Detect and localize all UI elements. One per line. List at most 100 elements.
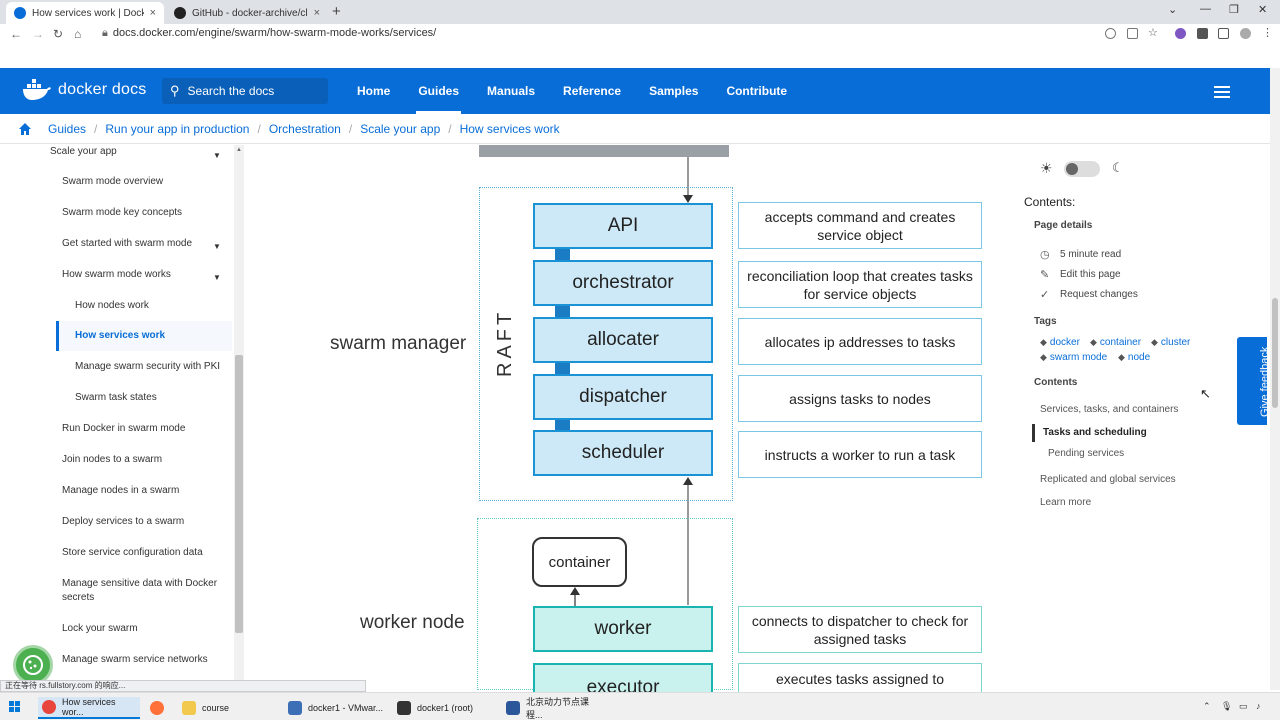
sidebar-item-manage-nodes[interactable]: Manage nodes in a swarm bbox=[62, 485, 180, 496]
manager-boundary bbox=[479, 187, 733, 501]
sidebar-item-deploy-services[interactable]: Deploy services to a swarm bbox=[62, 516, 185, 527]
sidebar-item-how-services-work[interactable]: How services work bbox=[56, 321, 232, 351]
extensions-puzzle-icon[interactable] bbox=[1197, 28, 1208, 39]
taskbar-word[interactable]: 北京动力节点课程... bbox=[502, 697, 606, 720]
tag-docker[interactable]: ◆docker bbox=[1040, 337, 1080, 348]
read-time: ◷5 minute read bbox=[1040, 249, 1122, 261]
tag-icon: ◆ bbox=[1040, 337, 1047, 347]
sidebar-item-how-nodes-work[interactable]: How nodes work bbox=[75, 300, 149, 311]
taskbar-chrome[interactable]: How services wor... bbox=[38, 697, 140, 719]
moon-icon: ☾ bbox=[1112, 160, 1124, 175]
reload-icon[interactable]: ↻ bbox=[53, 27, 64, 41]
volume-icon[interactable]: ♪ bbox=[1256, 701, 1261, 711]
nav-manuals[interactable]: Manuals bbox=[487, 84, 536, 98]
nav-guides[interactable]: Guides bbox=[416, 68, 461, 114]
sidebar-item-task-states[interactable]: Swarm task states bbox=[75, 392, 157, 403]
share-icon[interactable] bbox=[1127, 28, 1138, 39]
sidebar-item-scale-your-app[interactable]: Scale your app▼ bbox=[0, 145, 232, 160]
caret-down-icon: ▼ bbox=[213, 273, 221, 282]
search-input[interactable]: ⚲ Search the docs bbox=[162, 78, 328, 104]
page-details-heading: Page details bbox=[1034, 220, 1093, 231]
github-favicon-icon bbox=[174, 7, 186, 19]
tab-search-icon[interactable]: ⌄ bbox=[1168, 4, 1178, 16]
toc-link-tasks-scheduling[interactable]: Tasks and scheduling bbox=[1032, 424, 1147, 442]
tab-docker-docs[interactable]: How services work | Docker D × bbox=[6, 2, 164, 24]
taskbar-vmware[interactable]: docker1 - VMwar... bbox=[284, 697, 388, 719]
forward-icon[interactable]: → bbox=[32, 27, 44, 41]
sidebar-item-secrets[interactable]: Manage sensitive data with Docker secret… bbox=[62, 578, 218, 603]
tag-swarm-mode[interactable]: ◆swarm mode bbox=[1040, 352, 1108, 363]
crumb-scale-your-app[interactable]: Scale your app bbox=[360, 121, 441, 136]
microphone-icon[interactable]: 🎙︎ bbox=[1221, 701, 1233, 711]
zoom-icon[interactable] bbox=[1105, 28, 1116, 39]
edit-page-link[interactable]: ✎Edit this page bbox=[1040, 269, 1121, 281]
crumb-guides[interactable]: Guides bbox=[48, 121, 87, 136]
close-window-icon[interactable]: ✕ bbox=[1258, 4, 1268, 16]
sidebar-item-networks[interactable]: Manage swarm service networks bbox=[62, 654, 208, 665]
taskbar-course-folder[interactable]: course bbox=[178, 697, 278, 719]
sidebar-item-how-swarm-works[interactable]: How swarm mode works▼ bbox=[0, 268, 232, 282]
sidebar-item-run-docker[interactable]: Run Docker in swarm mode bbox=[62, 423, 186, 434]
taskbar-terminal[interactable]: docker1 (root) bbox=[393, 697, 497, 719]
toc-link-pending-services[interactable]: Pending services bbox=[1048, 448, 1125, 459]
tab-github[interactable]: GitHub - docker-archive/class × bbox=[166, 2, 328, 24]
sidebar-item-key-concepts[interactable]: Swarm mode key concepts bbox=[62, 207, 183, 218]
browser-menu-icon[interactable]: ⋮ bbox=[1262, 27, 1273, 39]
lock-icon: 🔒︎ bbox=[102, 27, 108, 39]
sidebar-item-join-nodes[interactable]: Join nodes to a swarm bbox=[62, 454, 163, 465]
sidebar-panel-icon[interactable] bbox=[1218, 28, 1229, 39]
request-changes-link[interactable]: ✓Request changes bbox=[1040, 289, 1138, 301]
nav-contribute[interactable]: Contribute bbox=[726, 84, 788, 98]
sidebar-scrollbar[interactable]: ▲ bbox=[234, 145, 244, 690]
orchestrator-description: reconciliation loop that creates tasks f… bbox=[738, 261, 982, 308]
cookie-settings-button[interactable] bbox=[13, 645, 53, 685]
url-field[interactable]: 🔒︎docs.docker.com/engine/swarm/how-swarm… bbox=[102, 27, 437, 39]
nav-samples[interactable]: Samples bbox=[649, 84, 699, 98]
close-tab-icon[interactable]: × bbox=[313, 7, 320, 19]
scheduler-box: scheduler bbox=[533, 430, 713, 476]
dispatcher-box: dispatcher bbox=[533, 374, 713, 420]
home-browser-icon[interactable]: ⌂ bbox=[74, 27, 82, 41]
tag-container[interactable]: ◆container bbox=[1090, 337, 1142, 348]
sidebar-item-swarm-mode-overview[interactable]: Swarm mode overview bbox=[62, 176, 164, 187]
crumb-orchestration[interactable]: Orchestration bbox=[268, 121, 341, 136]
give-feedback-button[interactable]: Give feedback bbox=[1237, 337, 1271, 425]
bookmark-star-icon[interactable]: ☆ bbox=[1148, 27, 1158, 39]
network-icon[interactable]: ▭ bbox=[1239, 701, 1248, 711]
swarm-diagram: swarm manager RAFT API orchestrator allo… bbox=[248, 145, 1008, 709]
worker-node-label: worker node bbox=[360, 612, 465, 633]
taskbar-firefox[interactable] bbox=[146, 697, 170, 719]
nav-reference[interactable]: Reference bbox=[563, 84, 622, 98]
minimize-icon[interactable]: — bbox=[1200, 3, 1211, 15]
extension-icon[interactable] bbox=[1175, 28, 1186, 39]
crumb-how-services-work[interactable]: How services work bbox=[459, 121, 560, 136]
docker-favicon-icon bbox=[14, 7, 26, 19]
back-icon[interactable]: ← bbox=[10, 27, 22, 41]
new-tab-button[interactable]: + bbox=[332, 3, 341, 20]
restore-icon[interactable]: ❐ bbox=[1229, 4, 1239, 16]
worker-box: worker bbox=[533, 606, 713, 652]
nav-home[interactable]: Home bbox=[357, 84, 391, 98]
page-scrollbar[interactable] bbox=[1270, 68, 1280, 690]
api-box: API bbox=[533, 203, 713, 249]
status-text: 正在等待 rs.fullstory.com 的响应... bbox=[0, 680, 366, 692]
toc-link-services-tasks[interactable]: Services, tasks, and containers bbox=[1040, 404, 1179, 415]
docker-docs-logo[interactable]: docker docs bbox=[22, 79, 146, 101]
sidebar-item-store-config[interactable]: Store service configuration data bbox=[62, 547, 203, 558]
windows-taskbar: How services wor... course docker1 - VMw… bbox=[0, 692, 1280, 720]
crumb-run-your-app[interactable]: Run your app in production bbox=[105, 121, 250, 136]
tray-chevron-icon[interactable]: ⌃ bbox=[1203, 701, 1211, 711]
profile-avatar[interactable] bbox=[1240, 28, 1251, 39]
toc-link-learn-more[interactable]: Learn more bbox=[1040, 497, 1092, 508]
sidebar-item-get-started[interactable]: Get started with swarm mode▼ bbox=[0, 237, 232, 251]
windows-start-icon[interactable] bbox=[9, 701, 21, 713]
tag-node[interactable]: ◆node bbox=[1118, 352, 1151, 363]
home-icon[interactable] bbox=[18, 122, 32, 136]
toc-link-replicated-global[interactable]: Replicated and global services bbox=[1040, 474, 1176, 485]
close-tab-icon[interactable]: × bbox=[149, 7, 156, 19]
theme-toggle[interactable] bbox=[1064, 161, 1100, 177]
sidebar-item-pki[interactable]: Manage swarm security with PKI bbox=[75, 361, 221, 372]
tag-cluster[interactable]: ◆cluster bbox=[1151, 337, 1191, 348]
sidebar-item-lock-swarm[interactable]: Lock your swarm bbox=[62, 623, 138, 634]
menu-toggle-icon[interactable] bbox=[1214, 86, 1230, 100]
